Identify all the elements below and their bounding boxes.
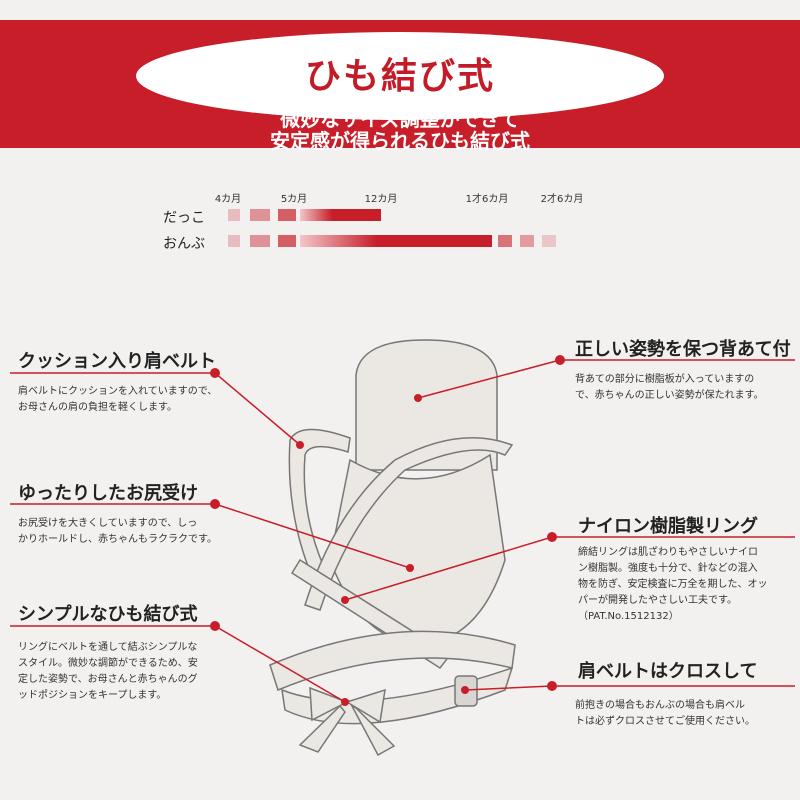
age-label: 4カ月 (214, 194, 242, 205)
bow-right (345, 688, 386, 724)
age-bar-1 (300, 235, 492, 247)
feature-heading-ring: ナイロン樹脂製リング (578, 516, 758, 537)
age-label: 2才6カ月 (540, 194, 584, 205)
feature-text-cross: 前抱きの場合もおんぶの場合も肩ベル トは必ずクロスさせてご使用ください。 (575, 700, 755, 727)
row-label-onbu: おんぶ (163, 236, 205, 252)
age-bar-fade-segment (498, 235, 512, 247)
age-bar-fade-segment (250, 209, 270, 221)
waist-belt (269, 630, 516, 692)
age-bar-fade-segment (228, 235, 240, 247)
feature-heading-tie: シンプルなひも結び式 (18, 604, 198, 625)
feature-text-cushion-strap: 肩ベルトにクッションを入れていますので、 お母さんの肩の負担を軽くします。 (18, 386, 218, 413)
subtitle-line-2: 安定感が得られるひも結び式 (270, 129, 530, 153)
age-bar-fade-segment (278, 235, 296, 247)
feature-text-backrest: 背あての部分に樹脂板が入っていますの で、赤ちゃんの正しい姿勢が保たれます。 (575, 374, 764, 401)
feature-text-seat: お尻受けを大きくしていますので、しっ かりホールドし、赤ちゃんもラクラクです。 (18, 518, 217, 545)
age-bar-fade-segment (542, 235, 556, 247)
bow-tail-left (298, 704, 346, 753)
feature-heading-seat: ゆったりしたお尻受け (18, 483, 198, 504)
carrier-drawing (269, 339, 516, 757)
age-label: 1才6カ月 (465, 194, 509, 205)
bow-left (309, 686, 349, 722)
page-title: ひも結び式 (304, 56, 495, 97)
leader-dots (210, 355, 565, 706)
age-label: 12カ月 (364, 194, 398, 205)
feature-text-tie: リングにベルトを通して結ぶシンプルな スタイル。微妙な調節ができるため、安 定し… (18, 642, 198, 701)
age-bar-fade-segment (520, 235, 534, 247)
feature-heading-cushion-strap: クッション入り肩ベルト (18, 351, 216, 372)
age-label: 5カ月 (280, 194, 308, 205)
bow-tail-right (350, 704, 396, 757)
feature-heading-cross: 肩ベルトはクロスして (578, 661, 758, 682)
age-bar-fade-segment (278, 209, 296, 221)
age-bar-fade-segment (228, 209, 240, 221)
age-bar-0 (300, 209, 381, 221)
subtitle-line-1: 微妙なサイズ調整ができて (280, 107, 520, 131)
feature-text-ring: 締結リングは肌ざわりもやさしいナイロ ン樹脂製。強度も十分で、針などの混入 物を… (578, 547, 768, 622)
age-bar-fade-segment (250, 235, 270, 247)
feature-heading-backrest: 正しい姿勢を保つ背あて付 (575, 339, 791, 360)
title-ellipse (136, 32, 664, 120)
row-label-dakko: だっこ (163, 210, 205, 226)
